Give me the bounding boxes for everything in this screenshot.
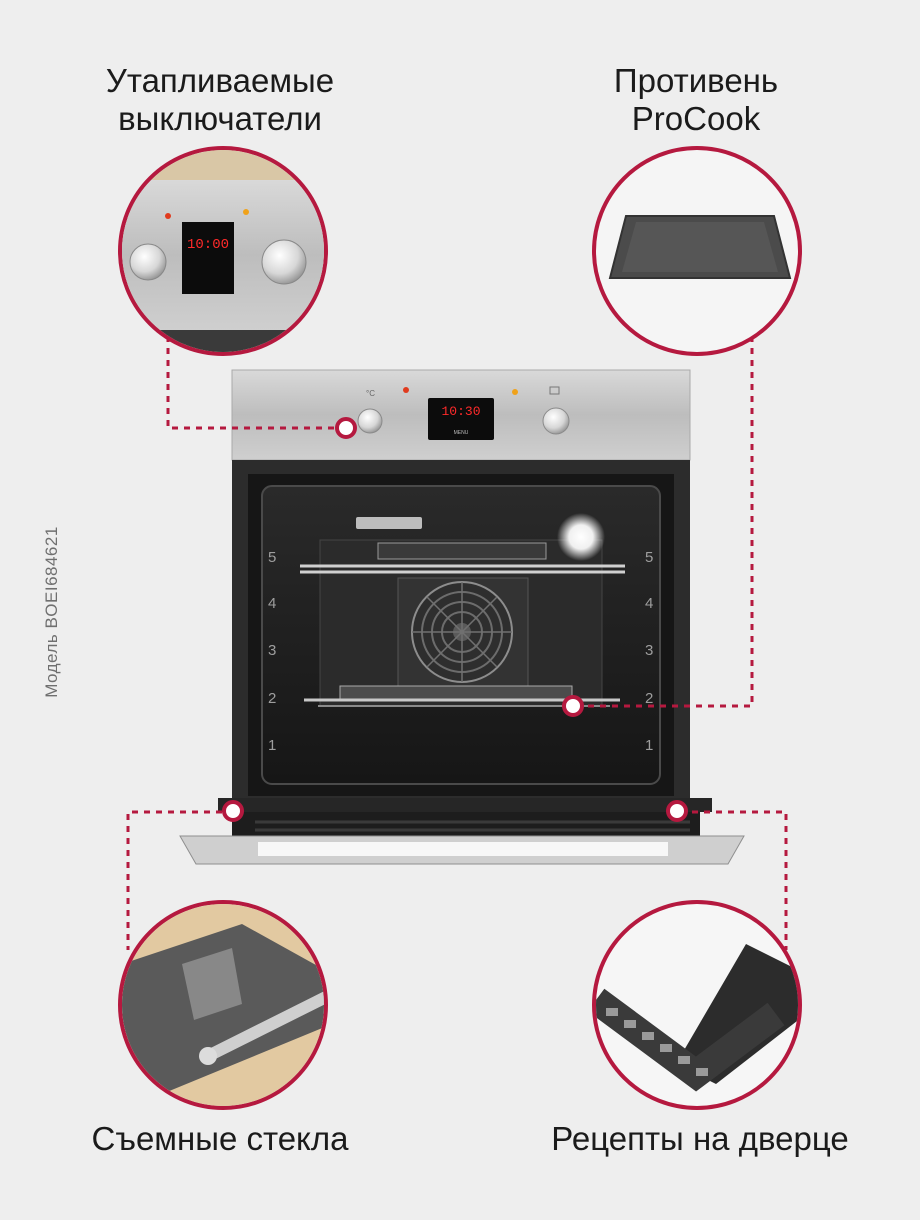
feature-label-procook-tray: Противень ProCook <box>546 62 846 138</box>
indicator-light-red <box>403 387 409 393</box>
function-icon <box>549 386 560 395</box>
zoom-display-time: 10:00 <box>187 237 229 253</box>
shelf-level-right: 5 <box>645 549 653 566</box>
callout-dot-glass <box>222 800 244 822</box>
callout-dot-knob <box>335 417 357 439</box>
feature-label-recessed-knobs: Утапливаемые выключатели <box>70 62 370 138</box>
feature-label-line: ProCook <box>631 100 761 137</box>
feature-label-line: Противень <box>613 62 779 99</box>
tray-on-rack <box>377 542 547 560</box>
shelf-level-right: 1 <box>645 737 653 754</box>
shelf-level-left: 4 <box>268 595 276 612</box>
shelf-level-labels: 5 4 3 2 1 5 4 3 2 1 <box>268 549 653 754</box>
indicator-light-amber <box>512 389 518 395</box>
zoom-circle-glass <box>118 900 328 1110</box>
zoom-display <box>182 222 234 294</box>
oven-door <box>179 798 745 865</box>
grill-element <box>356 517 422 529</box>
feature-label-line: Утапливаемые <box>105 62 335 99</box>
zoom-knob-right <box>261 239 307 285</box>
callout-dot-tray <box>562 695 584 717</box>
display-menu: MENU <box>454 430 469 436</box>
shelf-level-left: 5 <box>268 549 276 566</box>
recipe-table-icon <box>606 1008 708 1076</box>
oven-lamp <box>557 513 605 561</box>
left-knob <box>357 408 383 434</box>
zoom-circle-tray <box>592 146 802 356</box>
shelf-level-right: 2 <box>645 690 653 707</box>
display-window <box>428 398 494 440</box>
zoom-circle-recipes <box>592 900 802 1110</box>
shelf-level-right: 3 <box>645 642 653 659</box>
zoom-circle-knobs: 10:00 <box>118 146 328 356</box>
temp-symbol: °C <box>366 389 375 398</box>
shelf-level-left: 2 <box>268 690 276 707</box>
display-time: 10:30 <box>441 404 480 419</box>
callout-dot-door <box>666 800 688 822</box>
shelf-level-left: 3 <box>268 642 276 659</box>
right-knob <box>542 407 570 435</box>
shelf-level-left: 1 <box>268 737 276 754</box>
feature-label-line: выключатели <box>118 100 322 137</box>
zoom-knob-left <box>129 243 167 281</box>
feature-label-door-recipes: Рецепты на дверце <box>551 1120 849 1157</box>
shelf-level-right: 4 <box>645 595 653 612</box>
feature-label-removable-glass: Съемные стекла <box>91 1120 349 1157</box>
convection-fan-icon <box>397 577 529 687</box>
